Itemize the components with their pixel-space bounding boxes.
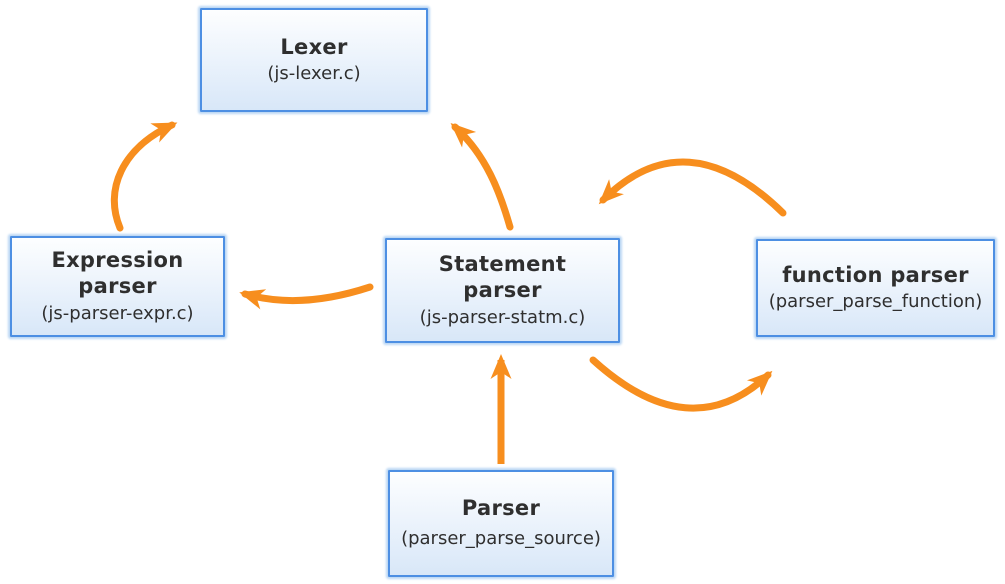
arrow-statement-parser-to-function-parser <box>589 356 773 412</box>
node-expression-parser-title: Expression parser <box>51 248 184 299</box>
arrow-statement-parser-to-expression-parser <box>239 283 374 310</box>
node-function-parser-title: function parser <box>782 262 969 287</box>
node-statement-parser-title: Statement parser <box>438 252 567 303</box>
arrow-statement-parser-to-lexer <box>450 122 514 231</box>
arrow-expression-parser-to-lexer <box>110 121 178 232</box>
node-statement-parser-subtitle: (js-parser-statm.c) <box>419 306 586 328</box>
node-parser-subtitle: (parser_parse_source) <box>401 528 601 550</box>
node-function-parser-subtitle: (parser_parse_function) <box>768 290 983 312</box>
node-expression-parser-subtitle: (js-parser-expr.c) <box>41 302 194 324</box>
node-expression-parser: Expression parser (js-parser-expr.c) <box>10 236 225 337</box>
node-lexer: Lexer (js-lexer.c) <box>200 8 428 112</box>
arrow-function-parser-to-statement-parser <box>598 158 787 217</box>
node-parser-title: Parser <box>461 496 541 521</box>
node-parser: Parser (parser_parse_source) <box>388 470 614 577</box>
node-function-parser: function parser (parser_parse_function) <box>756 239 995 337</box>
node-lexer-subtitle: (js-lexer.c) <box>267 62 361 84</box>
node-statement-parser: Statement parser (js-parser-statm.c) <box>385 238 620 343</box>
node-lexer-title: Lexer <box>280 34 348 59</box>
